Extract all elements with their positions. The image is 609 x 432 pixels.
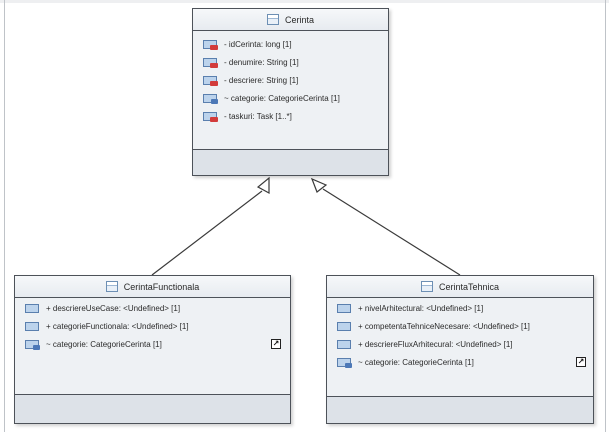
generalization-edge-tehnica[interactable] bbox=[322, 188, 461, 276]
window-top-edge bbox=[0, 0, 609, 3]
private-attribute-icon bbox=[203, 39, 218, 50]
attribute-label: - idCerinta: long [1] bbox=[224, 39, 292, 49]
class-cerinta-tehnica[interactable]: CerintaTehnica + nivelArhitectural: <Und… bbox=[326, 275, 594, 424]
class-cerinta-functionala-header[interactable]: CerintaFunctionala bbox=[15, 276, 290, 298]
attribute-label: ~ categorie: CategorieCerinta [1] bbox=[358, 357, 474, 367]
class-icon bbox=[266, 14, 279, 25]
class-cerinta-name: Cerinta bbox=[284, 14, 314, 25]
class-cerinta-functionala-name: CerintaFunctionala bbox=[123, 281, 200, 292]
attribute-row[interactable]: ~ categorie: CategorieCerinta [1] bbox=[337, 355, 587, 369]
attribute-label: + nivelArhitectural: <Undefined> [1] bbox=[358, 303, 484, 313]
class-cerinta-attributes: - idCerinta: long [1] - denumire: String… bbox=[193, 31, 388, 150]
class-cerinta-tehnica-name: CerintaTehnica bbox=[438, 281, 500, 292]
class-cerinta[interactable]: Cerinta - idCerinta: long [1] - denumire… bbox=[192, 8, 389, 176]
attribute-row[interactable]: - descriere: String [1] bbox=[203, 73, 382, 87]
public-attribute-icon bbox=[337, 321, 351, 331]
attribute-label: - descriere: String [1] bbox=[224, 75, 299, 85]
attribute-label: - taskuri: Task [1..*] bbox=[224, 111, 292, 121]
attribute-row[interactable]: + nivelArhitectural: <Undefined> [1] bbox=[337, 301, 587, 315]
attribute-row[interactable]: - taskuri: Task [1..*] bbox=[203, 109, 382, 123]
private-attribute-icon bbox=[203, 57, 218, 68]
package-attribute-icon bbox=[25, 339, 40, 350]
attribute-row[interactable]: + competentaTehniceNecesare: <Undefined>… bbox=[337, 319, 587, 333]
class-icon bbox=[105, 281, 118, 292]
class-cerinta-tehnica-operations bbox=[327, 397, 593, 423]
shortcut-link-icon[interactable]: ↗ bbox=[271, 339, 281, 349]
class-cerinta-tehnica-attributes: + nivelArhitectural: <Undefined> [1] + c… bbox=[327, 298, 593, 397]
attribute-row[interactable]: ~ categorie: CategorieCerinta [1] bbox=[203, 91, 382, 105]
attribute-row[interactable]: - denumire: String [1] bbox=[203, 55, 382, 69]
public-attribute-icon bbox=[25, 303, 39, 313]
class-cerinta-tehnica-header[interactable]: CerintaTehnica bbox=[327, 276, 593, 298]
attribute-row[interactable]: + categorieFunctionala: <Undefined> [1] bbox=[25, 319, 284, 333]
attribute-row[interactable]: - idCerinta: long [1] bbox=[203, 37, 382, 51]
class-icon bbox=[420, 281, 433, 292]
public-attribute-icon bbox=[337, 303, 351, 313]
attribute-label: + categorieFunctionala: <Undefined> [1] bbox=[46, 321, 189, 331]
attribute-label: + descriereFluxArhitecural: <Undefined> … bbox=[358, 339, 513, 349]
class-cerinta-header[interactable]: Cerinta bbox=[193, 9, 388, 31]
attribute-label: ~ categorie: CategorieCerinta [1] bbox=[224, 93, 340, 103]
attribute-row[interactable]: ~ categorie: CategorieCerinta [1] bbox=[25, 337, 284, 351]
attribute-row[interactable]: + descriereFluxArhitecural: <Undefined> … bbox=[337, 337, 587, 351]
generalization-edge-functionala[interactable] bbox=[151, 190, 263, 276]
shortcut-link-icon[interactable]: ↗ bbox=[576, 357, 586, 367]
window-left-edge bbox=[4, 0, 5, 432]
public-attribute-icon bbox=[337, 339, 351, 349]
public-attribute-icon bbox=[25, 321, 39, 331]
window-right-edge bbox=[605, 0, 606, 432]
class-cerinta-functionala-operations bbox=[15, 395, 290, 423]
class-cerinta-functionala[interactable]: CerintaFunctionala + descriereUseCase: <… bbox=[14, 275, 291, 424]
attribute-label: + descriereUseCase: <Undefined> [1] bbox=[46, 303, 181, 313]
attribute-row[interactable]: + descriereUseCase: <Undefined> [1] bbox=[25, 301, 284, 315]
package-attribute-icon bbox=[337, 357, 352, 368]
generalization-arrowhead-functionala bbox=[256, 176, 270, 195]
private-attribute-icon bbox=[203, 111, 218, 122]
class-cerinta-operations bbox=[193, 150, 388, 175]
attribute-label: - denumire: String [1] bbox=[224, 57, 299, 67]
attribute-label: ~ categorie: CategorieCerinta [1] bbox=[46, 339, 162, 349]
private-attribute-icon bbox=[203, 75, 218, 86]
class-cerinta-functionala-attributes: + descriereUseCase: <Undefined> [1] + ca… bbox=[15, 298, 290, 395]
generalization-arrowhead-tehnica bbox=[310, 177, 328, 193]
package-attribute-icon bbox=[203, 93, 218, 104]
attribute-label: + competentaTehniceNecesare: <Undefined>… bbox=[358, 321, 530, 331]
